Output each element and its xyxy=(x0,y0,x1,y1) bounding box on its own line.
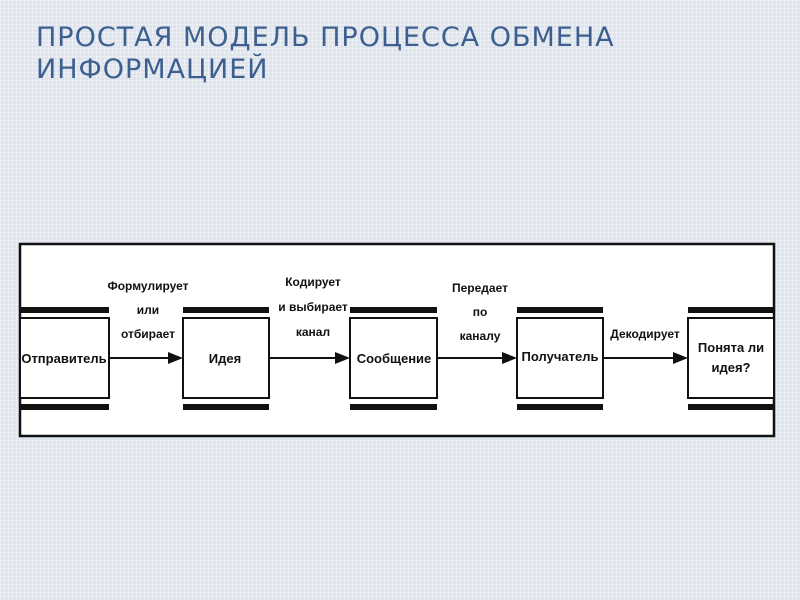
arrow-receiver-understood xyxy=(603,352,688,364)
node-message-top-bar xyxy=(350,307,437,313)
edge-label-line: канал xyxy=(296,325,330,339)
arrow-head xyxy=(335,352,350,364)
edge-label-line: Кодирует xyxy=(285,275,341,289)
edge-label-line: Декодирует xyxy=(610,327,680,341)
arrow-head xyxy=(168,352,183,364)
node-idea-bottom-bar xyxy=(183,404,269,410)
node-message: Сообщение xyxy=(349,307,438,410)
node-receiver: Получатель xyxy=(516,307,604,410)
node-sender-bottom-bar xyxy=(20,404,109,410)
node-understood-box xyxy=(687,317,775,399)
node-understood-bottom-bar xyxy=(688,404,774,410)
edge-label-formulates: Формулирует или отбирает xyxy=(107,279,188,341)
node-message-bottom-bar xyxy=(350,404,437,410)
edge-label-transmits: Передает по каналу xyxy=(452,281,508,343)
node-message-label: Сообщение xyxy=(357,351,432,366)
node-sender-top-bar xyxy=(20,307,109,313)
arrow-idea-message xyxy=(269,352,350,364)
node-receiver-box xyxy=(516,317,604,399)
edge-label-decodes: Декодирует xyxy=(610,327,680,341)
node-sender-label: Отправитель xyxy=(21,351,106,366)
edge-label-line: отбирает xyxy=(121,327,175,341)
arrow-head xyxy=(673,352,688,364)
node-receiver-top-bar xyxy=(517,307,603,313)
node-message-box xyxy=(349,317,438,399)
edge-label-line: Передает xyxy=(452,281,508,295)
arrow-message-receiver xyxy=(437,352,517,364)
node-sender: Отправитель xyxy=(19,307,110,410)
arrow-sender-idea xyxy=(109,352,183,364)
node-idea: Идея xyxy=(182,307,270,410)
edge-label-line: Формулирует xyxy=(107,279,188,293)
arrow-head xyxy=(502,352,517,364)
node-receiver-label: Получатель xyxy=(522,349,599,364)
edge-label-encodes: Кодирует и выбирает канал xyxy=(278,275,348,339)
edge-label-line: и выбирает xyxy=(278,300,348,314)
node-understood-top-bar xyxy=(688,307,774,313)
node-understood: Понята ли идея? xyxy=(687,307,775,410)
node-idea-top-bar xyxy=(183,307,269,313)
edge-label-line: каналу xyxy=(460,329,501,343)
edge-label-line: по xyxy=(473,305,488,319)
node-understood-label-line1: Понята ли xyxy=(698,340,764,355)
edge-label-line: или xyxy=(137,303,159,317)
node-idea-label: Идея xyxy=(209,351,241,366)
slide-title: ПРОСТАЯ МОДЕЛЬ ПРОЦЕССА ОБМЕНА ИНФОРМАЦИ… xyxy=(36,22,615,85)
node-understood-label-line2: идея? xyxy=(712,360,751,375)
node-receiver-bottom-bar xyxy=(517,404,603,410)
